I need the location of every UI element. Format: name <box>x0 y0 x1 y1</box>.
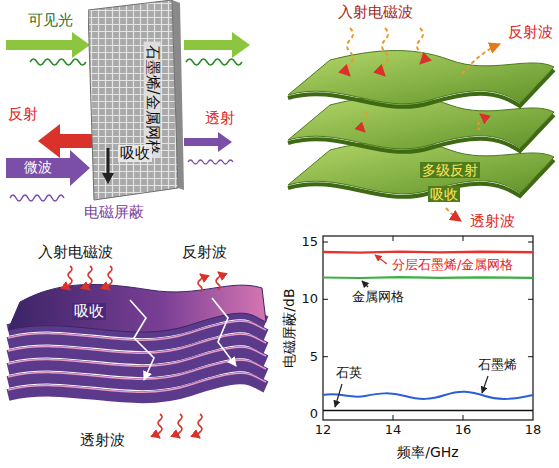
wave-label: 反射 <box>8 106 38 123</box>
chart <box>323 276 533 279</box>
green-layers <box>288 70 554 107</box>
process-label: 吸收 <box>428 186 460 202</box>
wave-label: 微波 <box>22 159 54 175</box>
tick-label: 16 <box>455 423 472 438</box>
wave-arrows-purple <box>158 414 162 438</box>
visible-light-in <box>6 32 90 65</box>
wave-arrows-purple <box>216 272 220 290</box>
wave-label: 透射波 <box>80 432 125 449</box>
chart <box>323 236 533 420</box>
visible-light-out <box>186 59 242 65</box>
absorb-arrow <box>107 148 110 174</box>
wave-label: 入射电磁波 <box>338 4 413 21</box>
process-label: 多级反射 <box>420 162 480 178</box>
panel-caption: 电磁屏蔽 <box>84 204 144 221</box>
tick-label: 0 <box>310 407 318 422</box>
wave-arrows-purple <box>198 274 202 292</box>
chart <box>323 410 533 412</box>
wave-arrows-purple <box>88 266 92 290</box>
mesh-panel: 石墨烯/金属网格 <box>88 0 184 204</box>
chart <box>482 376 488 393</box>
green-layers <box>288 51 554 197</box>
reflection-arrow <box>38 124 60 158</box>
visible-light-out <box>184 32 250 65</box>
visible-light-out <box>184 40 232 50</box>
wave-arrows-green <box>382 28 388 76</box>
visible-light-in <box>72 32 90 58</box>
wave-label: 入射电磁波 <box>38 244 113 261</box>
series-label: 石英 <box>336 366 362 381</box>
wave-arrows-green <box>347 28 353 76</box>
chart <box>323 236 533 420</box>
wave-arrows-purple <box>68 266 72 290</box>
green-layers <box>288 160 554 197</box>
microwave-arrow <box>6 150 90 201</box>
axis-title: 频率/GHz <box>397 444 458 460</box>
microwave-arrow <box>10 195 64 201</box>
chart <box>375 255 387 264</box>
series-label: 石墨烯 <box>478 358 517 373</box>
tick-label: 15 <box>301 235 318 250</box>
light-label: 可见光 <box>28 12 73 29</box>
wave-arrows-green <box>417 28 423 64</box>
wave-label: 反射波 <box>508 24 553 41</box>
wave-arrows-green <box>478 114 483 130</box>
tick-label: 18 <box>525 423 542 438</box>
visible-light-in <box>30 59 86 65</box>
tick-label: 12 <box>315 423 332 438</box>
wave-arrows-purple <box>68 266 220 438</box>
mesh-panel-shape <box>88 0 184 204</box>
chart <box>323 236 533 420</box>
wave-arrows-purple <box>178 414 182 438</box>
microwave-arrow <box>70 150 90 186</box>
purple-layers <box>8 284 266 397</box>
series-label: 金属网格 <box>352 290 404 305</box>
wave-arrows-purple <box>108 266 112 290</box>
visible-light-in <box>6 40 72 50</box>
transmission-arrow <box>218 132 232 152</box>
wave-arrows-green <box>462 44 500 74</box>
chart <box>323 392 533 399</box>
wave-arrows-green <box>363 112 368 132</box>
tick-label: 14 <box>385 423 402 438</box>
axis-title: 电磁屏蔽/dB <box>281 288 297 367</box>
purple-layers <box>212 298 236 366</box>
process-label: 吸收 <box>72 303 106 320</box>
wave-arrows-green <box>446 208 461 221</box>
transmission-arrow <box>184 132 233 164</box>
purple-layers <box>130 300 154 380</box>
panel-label: 石墨烯/金属网格 <box>143 42 160 158</box>
wave-arrows-green <box>347 28 500 221</box>
wave-label: 透射波 <box>470 213 515 230</box>
wave-label: 反射波 <box>182 244 227 261</box>
absorb-arrow <box>102 173 114 184</box>
microwave-arrow <box>6 158 72 178</box>
chart <box>362 281 368 287</box>
series-label: 分层石墨烯/金属网格 <box>392 258 513 273</box>
green-layers <box>288 115 554 152</box>
wave-label: 透射 <box>205 110 235 127</box>
panel-face <box>88 0 178 200</box>
visible-light-out <box>232 32 250 58</box>
tick-label: 10 <box>301 292 318 307</box>
chart <box>323 252 533 253</box>
transmission-arrow <box>184 138 218 146</box>
tick-label: 5 <box>310 350 318 365</box>
wave-label: 吸收 <box>118 145 152 162</box>
wave-arrows-purple <box>198 414 202 438</box>
transmission-arrow <box>188 160 233 164</box>
chart <box>335 384 342 407</box>
